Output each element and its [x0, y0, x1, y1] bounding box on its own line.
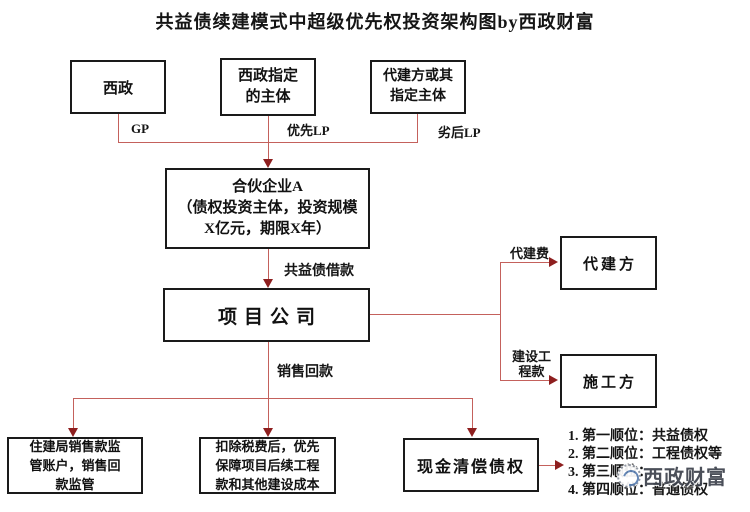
- connector-xizheng-down: [118, 114, 119, 143]
- watermark-text: 西政财富: [643, 467, 727, 489]
- node-contractor: 施工方: [560, 354, 657, 408]
- connector-cash-to-list: [539, 465, 556, 466]
- connector-agent-fee: [500, 262, 550, 263]
- edge-label-gongyi-debt-loan: 共益债借款: [284, 264, 354, 279]
- connector-agent-down: [417, 114, 418, 143]
- arrowhead-into-supervision: [68, 428, 78, 437]
- connector-loan-down: [268, 249, 269, 279]
- arrowhead-into-priority-list: [555, 460, 564, 470]
- node-construction-agent: 代建方: [560, 236, 657, 290]
- connector-right-vertical: [500, 262, 501, 381]
- node-cash-settlement: 现金清偿债权: [403, 438, 539, 492]
- arrowhead-into-partnership: [263, 159, 273, 168]
- edge-label-senior-lp: 优先LP: [287, 123, 330, 138]
- connector-construction-payment: [500, 380, 550, 381]
- connector-designated-down: [268, 116, 269, 160]
- connector-bottom-left-down: [73, 398, 74, 428]
- edge-label-junior-lp: 劣后LP: [438, 125, 481, 140]
- arrowhead-into-agent: [549, 257, 558, 267]
- connector-bottom-bus: [73, 398, 472, 399]
- node-project-company: 项目公司: [163, 288, 370, 342]
- node-designated-entity: 西政指定 的主体: [220, 58, 316, 116]
- arrowhead-into-project-company: [263, 279, 273, 288]
- edge-label-agent-fee: 代建费: [510, 246, 550, 261]
- connector-top-bus: [118, 142, 418, 143]
- node-partnership: 合伙企业A （债权投资主体，投资规模 X亿元，期限X年）: [165, 168, 370, 249]
- edge-label-construction-payment: 建设工 程款: [512, 349, 552, 379]
- connector-sales-down: [268, 342, 269, 398]
- edge-label-gp: GP: [131, 121, 150, 136]
- priority-item-2: 2. 第二顺位：工程债权等: [568, 447, 722, 462]
- diagram-title: 共益债续建模式中超级优先权投资架构图by西政财富: [155, 12, 595, 32]
- arrowhead-into-cash-settlement: [467, 428, 477, 437]
- arrowhead-into-after-tax: [263, 428, 273, 437]
- arrowhead-into-contractor: [549, 375, 558, 385]
- priority-item-1: 1. 第一顺位：共益债权: [568, 429, 708, 444]
- node-xizheng: 西政: [70, 60, 166, 114]
- watermark-logo-icon: [617, 463, 641, 488]
- connector-bottom-mid-down: [268, 398, 269, 428]
- watermark: 西政财富: [617, 461, 727, 490]
- node-supervision-account: 住建局销售款监 管账户，销售回 款监管: [7, 437, 143, 494]
- node-agent-or-designee: 代建方或其 指定主体: [370, 60, 466, 114]
- node-after-tax-priority: 扣除税费后，优先 保障项目后续工程 款和其他建设成本: [199, 437, 336, 494]
- connector-project-right: [370, 314, 500, 315]
- connector-bottom-right-down: [472, 398, 473, 428]
- priority-item-4: 4. 第四顺位：普通债权: [568, 483, 708, 498]
- edge-label-sales-collection: 销售回款: [277, 365, 333, 380]
